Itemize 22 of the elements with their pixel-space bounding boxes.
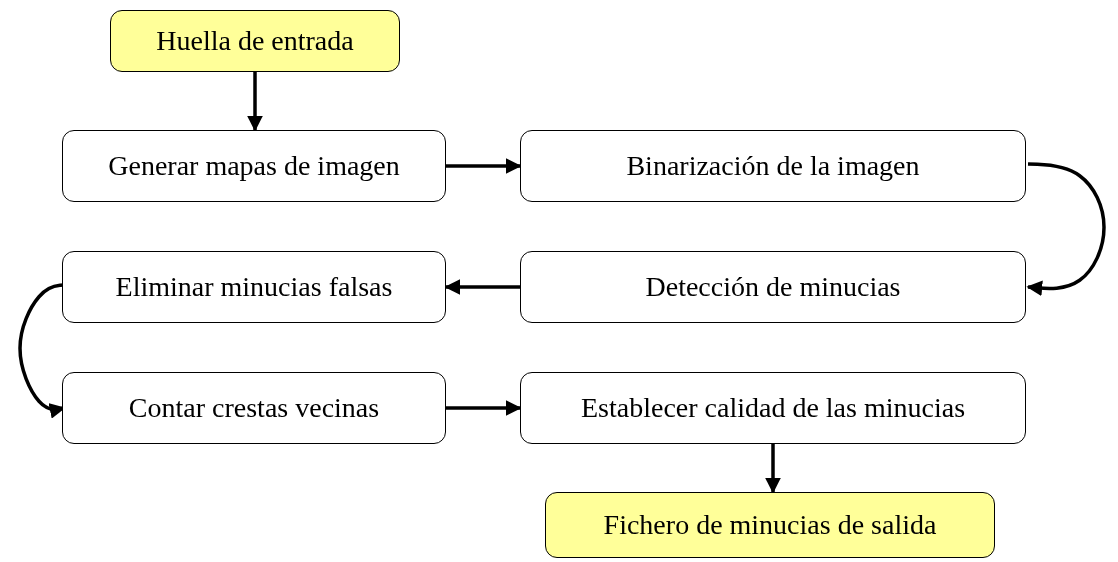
arrow [444, 279, 520, 295]
process-box [110, 10, 400, 72]
arrow [1026, 162, 1106, 297]
process-box [545, 492, 995, 558]
box-label: Contar crestas vecinas [128, 392, 380, 424]
arrow [446, 158, 522, 174]
arrow [247, 72, 263, 132]
box-label: Establecer calidad de las minucias [580, 392, 966, 424]
box-label: Eliminar minucias falsas [115, 271, 393, 303]
box-label: Detección de minucias [645, 271, 901, 303]
process-box [520, 130, 1026, 202]
arrow [765, 444, 781, 494]
process-box [62, 372, 446, 444]
box-label: Binarización de la imagen [626, 150, 920, 182]
box-label: Fichero de minucias de salida [603, 509, 937, 541]
process-box [520, 372, 1026, 444]
process-box [62, 251, 446, 323]
process-box [62, 130, 446, 202]
arrow [446, 400, 522, 416]
box-label: Huella de entrada [156, 25, 354, 57]
process-box [520, 251, 1026, 323]
box-label: Generar mapas de imagen [108, 150, 400, 182]
